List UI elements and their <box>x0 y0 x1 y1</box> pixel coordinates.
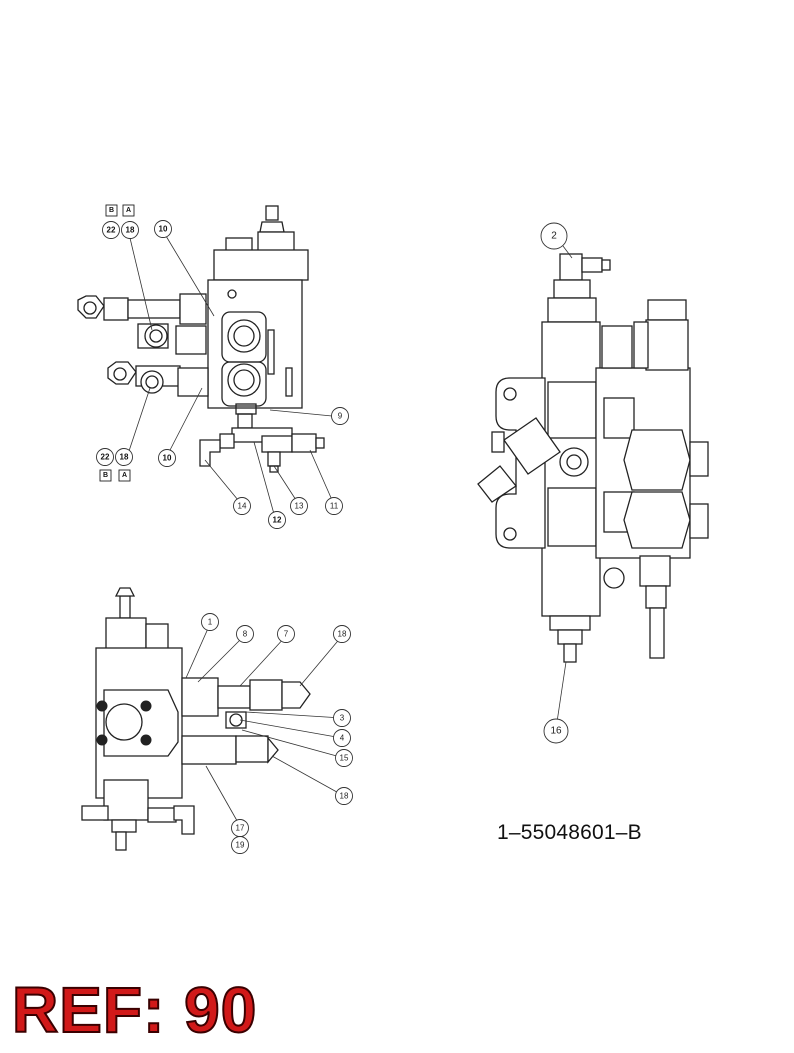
svg-text:18: 18 <box>126 226 135 235</box>
callout-18-lower: 18 <box>115 448 133 466</box>
svg-text:1: 1 <box>208 618 213 627</box>
svg-text:9: 9 <box>338 412 343 421</box>
callout-22-upper: 22 <box>102 221 120 239</box>
svg-text:B: B <box>103 472 108 479</box>
ref-label: REF: 90 <box>11 974 258 1046</box>
callout-12: 12 <box>268 511 286 529</box>
valve-view-right <box>477 245 709 723</box>
svg-text:11: 11 <box>330 502 339 511</box>
callout-4: 4 <box>333 729 351 747</box>
svg-text:4: 4 <box>340 734 345 743</box>
port-label-a-bottom: A <box>118 469 131 482</box>
callout-22-lower: 22 <box>96 448 114 466</box>
callout-18-upper: 18 <box>121 221 139 239</box>
callout-19: 19 <box>231 836 249 854</box>
svg-text:3: 3 <box>340 714 345 723</box>
port-label-a-top: A <box>122 204 135 217</box>
svg-text:A: A <box>122 472 127 479</box>
svg-text:2: 2 <box>551 231 557 242</box>
callout-10-upper: 10 <box>154 220 172 238</box>
svg-text:18: 18 <box>338 630 347 639</box>
callout-1: 1 <box>201 613 219 631</box>
svg-text:8: 8 <box>243 630 248 639</box>
callout-7: 7 <box>277 625 295 643</box>
callout-18-bl-upper: 18 <box>333 625 351 643</box>
svg-text:B: B <box>109 207 114 214</box>
svg-text:14: 14 <box>238 502 247 511</box>
callout-14: 14 <box>233 497 251 515</box>
callout-11: 11 <box>325 497 343 515</box>
callout-3: 3 <box>333 709 351 727</box>
part-number: 1–55048601–B <box>497 821 642 844</box>
svg-text:18: 18 <box>340 792 349 801</box>
svg-text:10: 10 <box>163 454 172 463</box>
svg-text:A: A <box>126 207 131 214</box>
valve-view-bottom-left <box>81 587 345 851</box>
svg-text:12: 12 <box>273 516 282 525</box>
callout-18-bl-lower: 18 <box>335 787 353 805</box>
callout-2: 2 <box>540 222 568 250</box>
callout-17: 17 <box>231 819 249 837</box>
svg-text:13: 13 <box>295 502 304 511</box>
port-label-b-top: B <box>105 204 118 217</box>
callout-10-lower: 10 <box>158 449 176 467</box>
callout-16: 16 <box>543 718 569 744</box>
svg-text:10: 10 <box>159 225 168 234</box>
callout-15: 15 <box>335 749 353 767</box>
svg-text:18: 18 <box>120 453 129 462</box>
svg-text:22: 22 <box>101 453 110 462</box>
svg-text:22: 22 <box>107 226 116 235</box>
callout-13: 13 <box>290 497 308 515</box>
svg-text:16: 16 <box>550 726 562 737</box>
svg-text:15: 15 <box>340 754 349 763</box>
valve-view-top-left <box>77 205 333 515</box>
svg-text:17: 17 <box>236 824 245 833</box>
svg-text:19: 19 <box>236 841 245 850</box>
callout-8: 8 <box>236 625 254 643</box>
callout-9: 9 <box>331 407 349 425</box>
port-label-b-bottom: B <box>99 469 112 482</box>
svg-text:7: 7 <box>284 630 289 639</box>
